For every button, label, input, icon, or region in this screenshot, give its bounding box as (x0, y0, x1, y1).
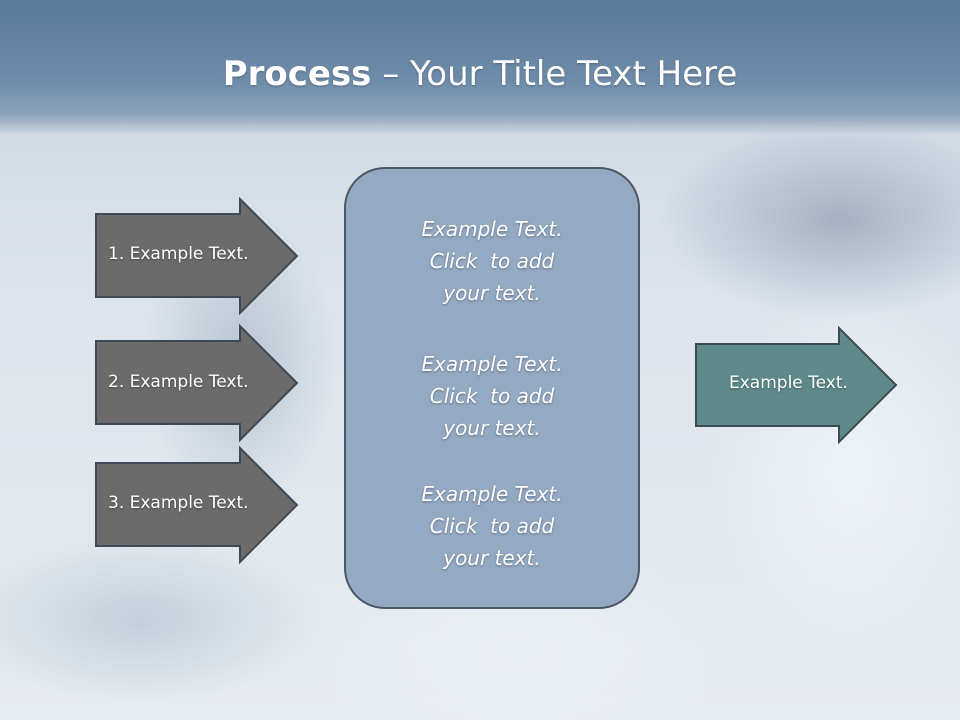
center-text-block-3: Example Text. Click to add your text. (345, 478, 639, 574)
center-text-2-line-1: Example Text. (421, 352, 563, 376)
center-box[interactable] (344, 167, 640, 609)
output-label: Example Text. (729, 373, 848, 393)
center-text-2-line-2: Click to add (429, 384, 555, 408)
input-label-2: 2. Example Text. (108, 372, 249, 392)
output-arrow[interactable] (695, 325, 898, 445)
title-bold: Process (222, 54, 372, 94)
input-label-3: 3. Example Text. (108, 493, 249, 513)
input-arrow-1[interactable] (95, 196, 299, 316)
input-arrow-2[interactable] (95, 323, 299, 443)
center-text-3-line-2: Click to add (429, 514, 555, 538)
input-arrow-3[interactable] (95, 445, 299, 565)
center-text-block-2: Example Text. Click to add your text. (345, 348, 639, 444)
slide-title: Process – Your Title Text Here (0, 52, 960, 96)
center-text-block-1: Example Text. Click to add your text. (345, 213, 639, 309)
center-text-2-line-3: your text. (443, 416, 541, 440)
title-rest: – Your Title Text Here (371, 54, 738, 94)
center-text-3-line-3: your text. (443, 546, 541, 570)
title-band (0, 0, 960, 135)
center-text-1-line-2: Click to add (429, 249, 555, 273)
input-label-1: 1. Example Text. (108, 244, 249, 264)
center-text-3-line-1: Example Text. (421, 482, 563, 506)
center-text-1-line-1: Example Text. (421, 217, 563, 241)
center-text-1-line-3: your text. (443, 281, 541, 305)
